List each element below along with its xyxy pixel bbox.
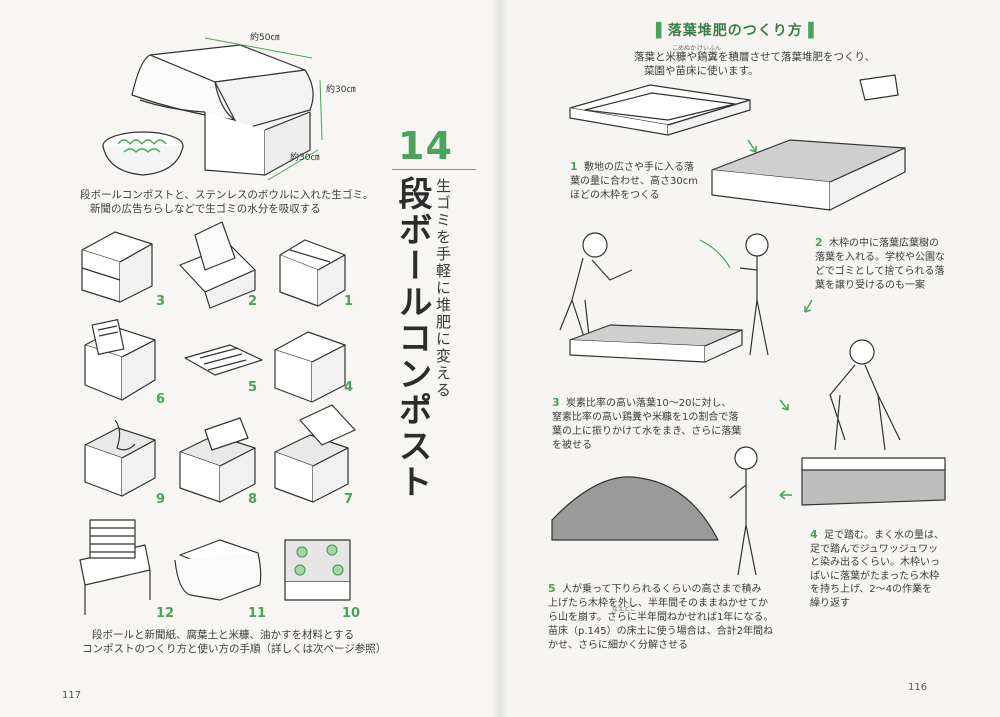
step-number-4: 4 [344,380,354,395]
step-box-7 [274,404,356,503]
wooden-frame-illustration [569,84,751,136]
step-3-text: 3 炭素比率の高い落葉10～20に対し、 窒素比率の高い鶏糞や米糠を1の割合で落… [552,396,742,451]
step-box-4 [274,331,346,403]
step-2-text: 2 木枠の中に落葉広葉樹の 落葉を入れる。学校や公園な どでゴミとして捨てられる… [815,236,945,291]
section-title: ▌落葉堆肥のつくり方▐ [656,23,815,39]
right-page-number: 116 [908,682,928,693]
section-marker-icon: ▌ [656,23,668,39]
cardboard-compost-box-illustration [131,44,314,176]
step-number-11: 11 [248,606,267,621]
person-pouring-illustration [559,232,633,346]
dim-depth-label: 約30㎝ [290,151,319,163]
furigana-kome: こめぬか [672,45,697,52]
step-number-12: 12 [156,606,175,621]
furigana-kei: けいふん [697,45,722,52]
dim-width-label: 約50㎝ [250,31,279,43]
chapter-divider [392,169,476,170]
step-number-5: 5 [248,380,258,395]
step-box-1 [279,239,346,307]
book-gutter [492,0,508,717]
step-box-6 [84,319,156,401]
flow-arrows [747,139,813,500]
bowl-illustration [102,131,184,176]
step-1-text: 1 敷地の広さや手に入る落 葉の量に合わせ、高さ30cm ほどの木枠をつくる [570,160,698,201]
step-box-3 [81,231,153,303]
step-number-1: 1 [344,294,354,309]
step-number-6: 6 [156,392,166,407]
step-box-11 [174,539,262,601]
chapter-subtitle: 生ゴミを手軽に堆肥に変える [434,178,452,399]
leaf-filled-frame-illustration [711,74,906,211]
person-standing-illustration [729,446,758,576]
long-frame-illustration [569,324,743,363]
step-number-3: 3 [156,294,166,309]
chapter-title: 段ボールコンポスト [392,176,432,500]
compost-pile-illustration [551,476,719,541]
step-4-text: 4 足で踏む。まく水の量は、 足で踏んでジュワッジュワッ と染み出るくらい。木枠… [810,528,945,609]
frame-with-leaves-illustration [801,457,946,506]
step-number-10: 10 [342,606,361,621]
caption-top: 段ボールコンポストと、ステンレスのボウルに入れた生ゴミ。 新聞の広告ちらしなどで… [80,189,374,215]
step-box-10 [284,539,351,601]
person-stepping-illustration [829,339,901,451]
intro-text: 落葉と米糠や鶏糞を積層させて落葉堆肥をつくり、 菜園や苗床に使います。 [634,51,876,77]
chapter-number: 14 [398,124,453,168]
step-box-12 [79,519,151,615]
dim-height-label: 約30㎝ [326,83,355,95]
caption-bottom: 段ボールと新聞紙、腐葉土と米糠、油かすを材料とする コンポストのつくり方と使い方… [82,629,387,655]
step-box-8 [179,417,256,503]
person-watering-illustration [699,233,769,356]
left-page-number: 117 [62,690,82,701]
step-number-9: 9 [156,492,166,507]
step-5-text: 5 人が乗って下りられるくらいの高さまで積み 上げたら木枠を外し、半年間そのまま… [548,582,774,651]
step-number-7: 7 [344,492,354,507]
furigana-nae: なえどこ [612,606,636,613]
step-box-9 [84,419,156,497]
step-number-8: 8 [248,492,258,507]
step-number-2: 2 [248,294,258,309]
step-box-5 [184,344,263,376]
step-box-2 [179,221,256,309]
